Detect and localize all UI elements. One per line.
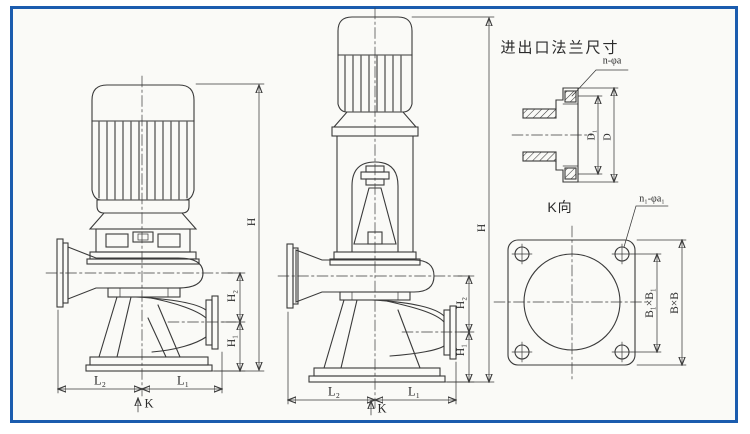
dim-label-l1-side: L₁ (408, 384, 420, 399)
leg-right-inner (147, 317, 167, 358)
motor-cap (91, 84, 195, 122)
leg-left-inner-side (340, 299, 358, 369)
drawing-paper (10, 6, 738, 423)
pump-front-view (45, 75, 265, 413)
dim-label-l2-front: L₂ (94, 373, 106, 388)
suction-flange-outer (211, 295, 219, 350)
shaft-guard (353, 187, 397, 245)
motor-fins (98, 121, 188, 200)
mount-plate-lower (86, 258, 200, 265)
flange-bolt-hole-bottom (564, 167, 577, 180)
elbow-inner-edge (145, 296, 207, 319)
motor-base-cap (96, 199, 190, 214)
pump-side-view (277, 7, 495, 416)
dim-label-h1-side: H₁ (455, 343, 467, 357)
elbow-bottom-edge (151, 336, 207, 353)
dim-label-h-front: H (246, 217, 258, 227)
bolt-callout-leader (571, 69, 629, 97)
base-plate-lip-side (308, 375, 446, 383)
page-border-frame (10, 6, 738, 423)
elbow-outer-edge (135, 296, 207, 311)
motor-fins-side (344, 55, 402, 112)
kview-bolt-callout-leader (623, 205, 669, 248)
elbow-outer-edge-side (371, 299, 445, 317)
leg-left-inner (116, 296, 132, 358)
base-plate (89, 356, 209, 366)
leg-left-outer (98, 296, 118, 358)
dim-label-h2-side: H₂ (455, 296, 467, 310)
flange-detail-title: 进出口法兰尺寸 (500, 39, 620, 57)
dim-label-h2-front: H₂ (226, 289, 238, 303)
coupling-bottom (365, 178, 385, 186)
leg-right-outer (157, 304, 181, 358)
flange-bolt-callout-label: n-φa (602, 55, 622, 67)
shaft-guard-foot (367, 231, 383, 245)
elbow-bottom-edge-side (389, 345, 445, 357)
dim-label-d1: D₁ (586, 129, 598, 141)
coupling-cover-inner (137, 233, 149, 241)
coupling-cover (132, 231, 154, 243)
suction-flange-inner-side (443, 309, 451, 356)
k-view-title: K向 (547, 199, 573, 215)
pipe-wall-top (522, 108, 557, 119)
base-plate-outline (507, 239, 636, 366)
flange-section-view (511, 69, 629, 182)
base-bolt-holes (511, 243, 633, 363)
dim-label-b1xb1: B₁×B₁ (644, 288, 656, 318)
bracket-shoulder (331, 126, 419, 137)
pump-base-k-view (493, 205, 687, 381)
bracket-window-left (105, 233, 129, 248)
dim-label-d: D (602, 133, 614, 141)
casing-joint (107, 287, 181, 298)
k-direction-label-front: K (144, 396, 154, 411)
dim-label-l2-side: L₂ (328, 384, 340, 399)
front-view-dimensions (58, 83, 265, 413)
dim-label-h-side: H (476, 223, 488, 233)
elbow-inner-edge-side (381, 299, 445, 323)
flange-bolt-hole-top (564, 90, 577, 103)
bracket-arch-window (351, 161, 399, 253)
k-direction-label-side: K (377, 401, 387, 416)
kview-bolt-callout-label: n₁-φa₁ (639, 193, 665, 205)
pipe-wall-bottom (522, 151, 557, 162)
base-plate-lip (85, 364, 213, 372)
mount-plate-lower-side (329, 258, 421, 266)
motor-cap-side (337, 16, 413, 56)
base-plate-side (313, 367, 441, 377)
leg-right-outer-side (397, 309, 421, 369)
side-view-dimensions (288, 16, 495, 416)
dim-label-bxb: B×B (669, 292, 681, 314)
motor-skirt (88, 212, 198, 230)
dim-label-h1-front: H₁ (226, 334, 238, 348)
suction-flange-inner (205, 299, 213, 346)
leg-left-outer-side (323, 299, 345, 369)
bracket-window-right (157, 233, 181, 248)
dim-label-l1-front: L₁ (177, 373, 189, 388)
